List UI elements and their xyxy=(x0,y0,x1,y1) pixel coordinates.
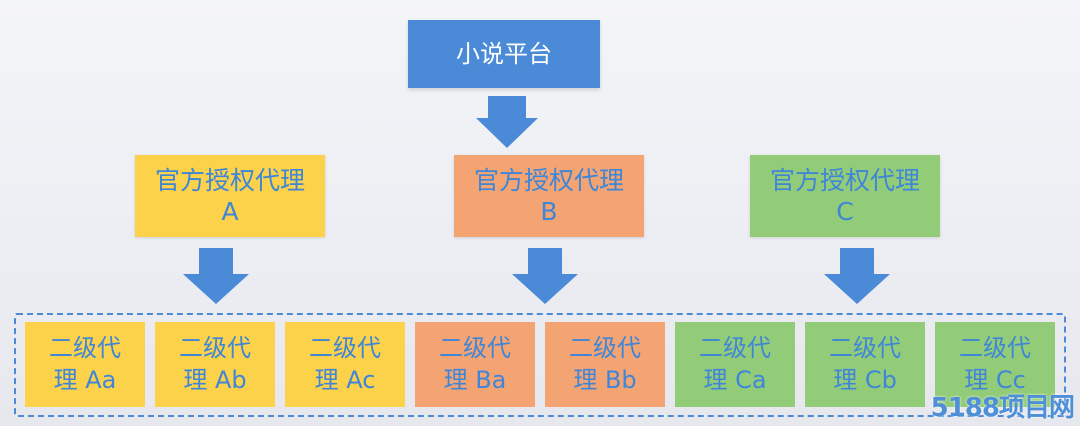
sub-agent-label: 二级代 xyxy=(309,334,381,363)
arrow-agent-c-to-subs xyxy=(824,248,890,304)
sub-agent-label: 二级代 xyxy=(829,334,901,363)
node-sub-agent-cc: 二级代 理 Cc xyxy=(935,322,1055,407)
node-sub-agent-ab: 二级代 理 Ab xyxy=(155,322,275,407)
node-sub-agent-ac: 二级代 理 Ac xyxy=(285,322,405,407)
arrow-agent-b-to-subs xyxy=(512,248,578,304)
agent-c-label: 官方授权代理 xyxy=(769,165,920,195)
sub-agent-label: 二级代 xyxy=(699,334,771,363)
node-sub-agent-bb: 二级代 理 Bb xyxy=(545,322,665,407)
agent-c-letter: C xyxy=(836,197,854,226)
watermark-logo: 5188项目网 xyxy=(930,393,1075,423)
arrow-agent-a-to-subs xyxy=(183,248,249,304)
sub-agent-group xyxy=(14,313,1066,417)
arrow-root-to-agent-b xyxy=(476,96,538,148)
node-agent-b: 官方授权代理 B xyxy=(454,155,644,237)
sub-agent-label-2: 理 Ba xyxy=(443,365,507,394)
node-novel-platform: 小说平台 xyxy=(408,20,600,88)
sub-agent-label: 二级代 xyxy=(179,334,251,363)
agent-b-label: 官方授权代理 xyxy=(473,165,624,195)
node-sub-agent-aa: 二级代 理 Aa xyxy=(25,322,145,407)
sub-agent-label-2: 理 Ac xyxy=(314,365,376,394)
sub-agent-label: 二级代 xyxy=(569,334,641,363)
sub-agent-label-2: 理 Ab xyxy=(183,365,247,394)
node-agent-c: 官方授权代理 C xyxy=(750,155,940,237)
node-sub-agent-ba: 二级代 理 Ba xyxy=(415,322,535,407)
sub-agent-label: 二级代 xyxy=(439,334,511,363)
sub-agent-label-2: 理 Bb xyxy=(573,365,637,394)
sub-agent-label-2: 理 Ca xyxy=(703,365,767,394)
sub-agent-label-2: 理 Aa xyxy=(53,365,117,394)
agent-b-letter: B xyxy=(540,197,558,226)
node-sub-agent-ca: 二级代 理 Ca xyxy=(675,322,795,407)
node-sub-agent-cb: 二级代 理 Cb xyxy=(805,322,925,407)
agent-a-letter: A xyxy=(221,197,239,226)
node-agent-a: 官方授权代理 A xyxy=(135,155,325,237)
sub-agent-label: 二级代 xyxy=(49,334,121,363)
sub-agent-label-2: 理 Cc xyxy=(964,365,1026,394)
node-label: 小说平台 xyxy=(456,40,552,68)
agent-a-label: 官方授权代理 xyxy=(154,165,305,195)
sub-agent-label-2: 理 Cb xyxy=(833,365,897,394)
sub-agent-label: 二级代 xyxy=(959,334,1031,363)
